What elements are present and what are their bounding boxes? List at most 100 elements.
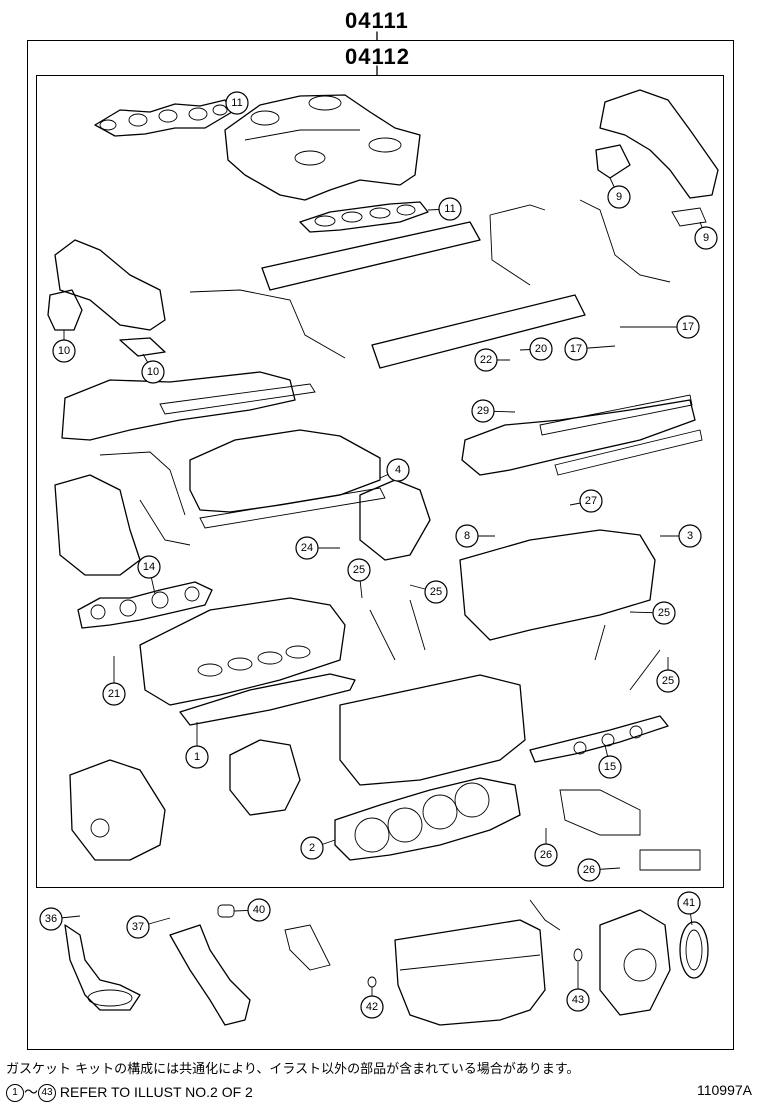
svg-text:14: 14 [143,561,155,573]
svg-text:43: 43 [572,994,584,1006]
ref-end-badge: 43 [38,1084,56,1103]
callout-20[interactable]: 20 [529,337,553,361]
callout-27[interactable]: 27 [579,489,603,513]
svg-text:36: 36 [45,913,57,925]
cylinder-head-gasket [334,777,521,861]
callout-42[interactable]: 42 [360,995,384,1019]
callout-8[interactable]: 8 [455,524,479,548]
svg-text:25: 25 [353,564,365,576]
callout-37[interactable]: 37 [126,915,150,939]
inner-kit-frame [36,75,724,888]
svg-text:25: 25 [430,586,442,598]
callout-9-right[interactable]: 9 [694,226,718,250]
callout-36[interactable]: 36 [39,907,63,931]
callout-11-mid[interactable]: 11 [438,197,462,221]
svg-text:40: 40 [253,904,265,916]
callout-25-a[interactable]: 25 [347,558,371,582]
misc-small-parts [217,899,583,988]
callout-4[interactable]: 4 [386,458,410,482]
svg-text:17: 17 [570,343,582,355]
callout-10-lower[interactable]: 10 [141,360,165,384]
callout-2[interactable]: 2 [300,836,324,860]
exhaust-manifold-gasket-right [529,715,669,763]
cylinder-head-right-assembly [359,479,661,691]
cylinder-head-cover-right [461,394,703,476]
cylinder-head-left [139,597,356,726]
callout-9-top[interactable]: 9 [607,185,631,209]
ref-text: REFER TO ILLUST NO.2 OF 2 [56,1084,253,1100]
svg-text:25: 25 [658,607,670,619]
svg-text:15: 15 [604,761,616,773]
footer-reference: 1～43 REFER TO ILLUST NO.2 OF 2 [6,1082,253,1103]
callout-15[interactable]: 15 [598,755,622,779]
oil-strainer [64,924,141,1011]
callout-25-b[interactable]: 25 [424,580,448,604]
callout-41[interactable]: 41 [677,891,701,915]
svg-text:26: 26 [540,849,552,861]
inner-kit-code: 04112 [345,44,410,69]
callout-25-d[interactable]: 25 [656,669,680,693]
outer-kit-code: 04111 [345,8,409,33]
drawing-id: 110997A [696,1082,752,1098]
callout-40[interactable]: 40 [247,898,271,922]
callout-24[interactable]: 24 [295,536,319,560]
svg-text:11: 11 [231,97,242,109]
svg-text:42: 42 [366,1001,378,1013]
callout-10-upper[interactable]: 10 [52,339,76,363]
svg-text:25: 25 [662,675,674,687]
cylinder-head-cover-left [61,371,386,529]
callout-14[interactable]: 14 [137,555,161,579]
svg-text:8: 8 [464,530,470,542]
outer-kit-frame [27,40,734,1050]
callout-22[interactable]: 22 [474,348,498,372]
svg-text:1: 1 [194,751,200,763]
water-outlet-left [47,239,166,357]
svg-text:27: 27 [585,495,597,507]
callout-29[interactable]: 29 [471,399,495,423]
svg-text:9: 9 [703,232,709,244]
callout-26-b[interactable]: 26 [577,858,601,882]
oil-pump [169,924,251,1026]
svg-text:41: 41 [683,897,695,909]
intake-manifold [224,94,421,201]
timing-cover-left [54,451,191,576]
exhaust-manifold-gasket-left [77,581,213,629]
svg-text:20: 20 [535,343,547,355]
svg-text:4: 4 [395,464,401,476]
svg-text:10: 10 [58,345,70,357]
cylinder-block [69,674,526,861]
callout-43[interactable]: 43 [566,988,590,1012]
callout-17-left[interactable]: 17 [564,337,588,361]
svg-text:9: 9 [616,191,622,203]
right-exhaust-manifold [579,89,719,283]
callout-1[interactable]: 1 [185,745,209,769]
callout-17-right[interactable]: 17 [676,315,700,339]
fuel-delivery-pipe [189,204,586,369]
callout-26-a[interactable]: 26 [534,843,558,867]
exhaust-manifold-gasket-top [94,99,233,137]
svg-text:10: 10 [147,366,159,378]
svg-text:37: 37 [132,921,144,933]
callout-25-c[interactable]: 25 [652,601,676,625]
callout-bubbles: 11 11 9 9 10 10 17 17 20 22 29 4 27 3 8 … [39,91,718,1019]
svg-text:21: 21 [108,688,120,700]
svg-text:17: 17 [682,321,694,333]
footer-note: ガスケット キットの構成には共通化により、イラスト以外の部品が含まれている場合が… [6,1062,580,1077]
svg-text:29: 29 [477,405,489,417]
oil-seal-area-right [559,789,701,871]
ref-start-badge: 1 [6,1084,24,1103]
svg-text:22: 22 [480,354,492,366]
svg-text:26: 26 [583,864,595,876]
callout-11-top[interactable]: 11 [225,91,249,115]
svg-text:11: 11 [444,203,455,215]
ref-tilde: ～ [24,1084,38,1100]
callout-3[interactable]: 3 [678,524,702,548]
callout-21[interactable]: 21 [102,682,126,706]
svg-text:3: 3 [687,530,693,542]
svg-text:2: 2 [309,842,315,854]
svg-text:24: 24 [301,542,313,554]
intake-manifold-gasket [299,201,429,233]
oil-pan [394,919,546,1026]
